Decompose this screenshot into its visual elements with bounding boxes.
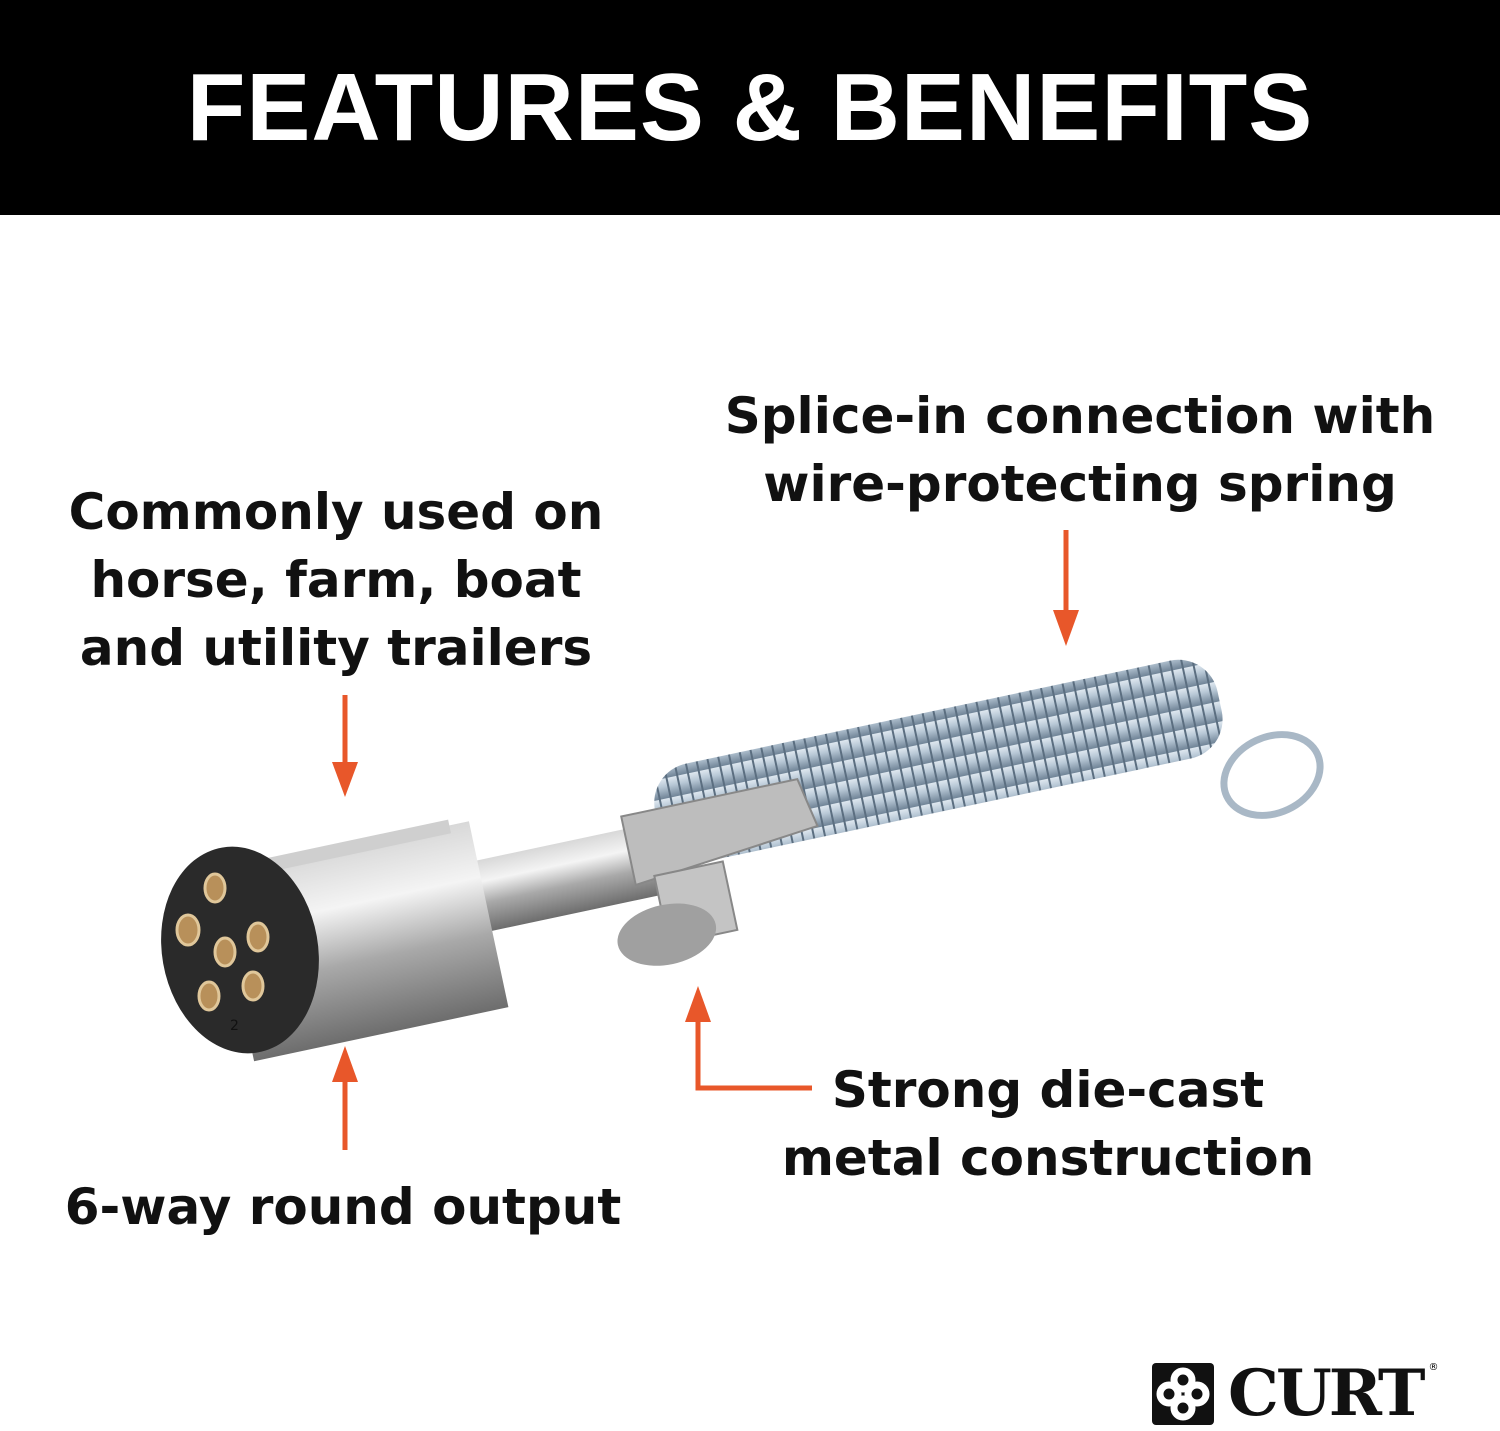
plug-pin xyxy=(175,913,201,947)
callout-line: horse, farm, boat xyxy=(90,551,582,609)
registered-mark: ® xyxy=(1428,1362,1439,1373)
plug-pin xyxy=(197,980,221,1012)
arrow-trailers xyxy=(332,695,358,797)
plug-pins xyxy=(175,872,270,1012)
housing-rim xyxy=(232,819,452,880)
page-title: FEATURES & BENEFITS xyxy=(186,53,1314,161)
plug-pin xyxy=(241,970,265,1002)
curt-logo-icon xyxy=(1152,1363,1214,1425)
brand-name: CURT xyxy=(1228,1356,1425,1431)
split-ring xyxy=(1220,731,1324,819)
callout-diecast: Strong die-cast metal construction xyxy=(782,1056,1314,1192)
die-cast-bracket xyxy=(620,777,819,887)
callout-output: 6-way round output xyxy=(65,1173,621,1241)
brand-logo: CURT ® xyxy=(1152,1362,1438,1426)
plug-pin xyxy=(246,921,270,953)
plug-pin xyxy=(213,936,237,968)
arrow-output xyxy=(332,1046,358,1150)
die-cast-base xyxy=(617,903,717,966)
callout-line: wire-protecting spring xyxy=(763,455,1397,513)
callout-line: Strong die-cast xyxy=(831,1061,1265,1119)
callout-line: and utility trailers xyxy=(79,619,593,677)
callout-line: 6-way round output xyxy=(64,1178,622,1236)
pin-number: 2 xyxy=(230,1018,239,1034)
header-banner: FEATURES & BENEFITS xyxy=(0,0,1500,215)
callout-trailers: Commonly used on horse, farm, boat and u… xyxy=(69,478,604,682)
callout-line: metal construction xyxy=(781,1129,1315,1187)
callout-spring: Splice-in connection with wire-protectin… xyxy=(725,382,1435,518)
callout-line: Commonly used on xyxy=(68,483,604,541)
callout-line: Splice-in connection with xyxy=(724,387,1436,445)
plug-pin xyxy=(203,872,227,904)
arrow-diecast xyxy=(685,986,812,1091)
arrow-spring xyxy=(1053,530,1079,646)
